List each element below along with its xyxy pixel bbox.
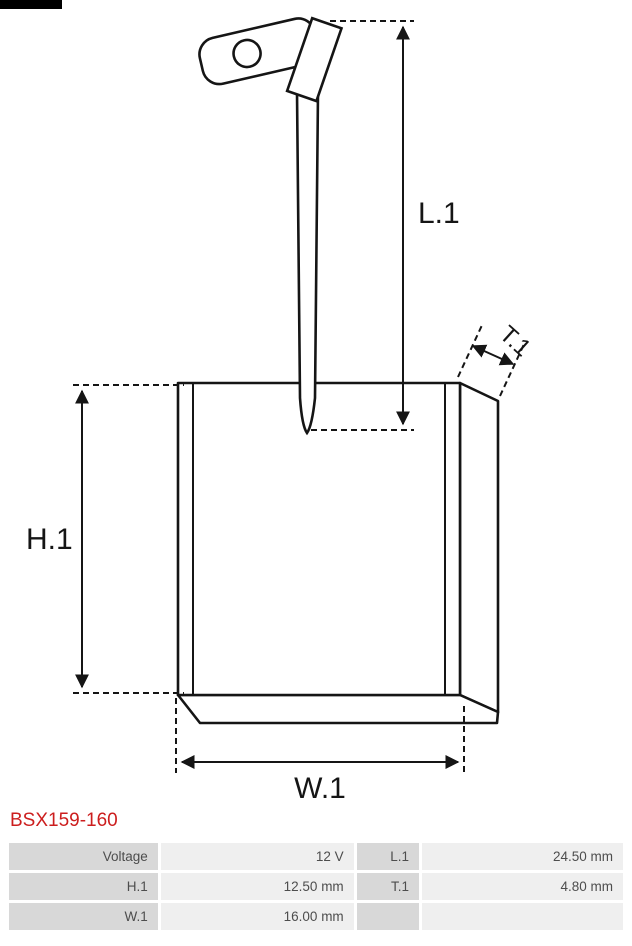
logo-bar	[0, 0, 62, 9]
brush-body	[176, 381, 500, 725]
brush-side-face	[458, 381, 500, 714]
dimension-thickness: T.1	[457, 321, 536, 397]
spec-value-h1: 12.50 mm	[160, 873, 354, 900]
spec-label-w1: W.1	[9, 903, 158, 930]
spec-table: Voltage 12 V L.1 24.50 mm H.1 12.50 mm T…	[6, 840, 626, 933]
dimension-length: L.1	[311, 20, 460, 431]
dim-label-height: H.1	[26, 523, 73, 556]
lead-wire	[295, 90, 320, 436]
dim-label-thickness: T.1	[494, 321, 536, 362]
spec-label-voltage: Voltage	[9, 843, 158, 870]
spec-row: W.1 16.00 mm	[9, 903, 623, 930]
brush-front-face	[176, 381, 462, 697]
dim-label-length: L.1	[418, 197, 460, 230]
dim-label-width: W.1	[294, 772, 346, 805]
dimension-width: W.1	[175, 698, 465, 805]
dimension-height: H.1	[26, 384, 184, 694]
spec-value-w1: 16.00 mm	[160, 903, 354, 930]
spec-value-voltage: 12 V	[160, 843, 354, 870]
terminal-tab	[285, 16, 344, 103]
spec-label-l1: L.1	[356, 843, 419, 870]
spec-label-t1: T.1	[356, 873, 419, 900]
spec-label-empty	[356, 903, 419, 930]
spec-row: Voltage 12 V L.1 24.50 mm	[9, 843, 623, 870]
spec-value-t1: 4.80 mm	[421, 873, 623, 900]
spec-value-empty	[421, 903, 623, 930]
spec-row: H.1 12.50 mm T.1 4.80 mm	[9, 873, 623, 900]
spec-label-h1: H.1	[9, 873, 158, 900]
terminal-lug	[198, 17, 320, 86]
part-number: BSX159-160	[10, 810, 118, 831]
terminal-hole	[232, 38, 262, 69]
brush-bottom-face	[176, 693, 500, 725]
spec-value-l1: 24.50 mm	[421, 843, 623, 870]
brush-technical-diagram: L.1 H.1 W.1 T.1	[26, 16, 536, 805]
